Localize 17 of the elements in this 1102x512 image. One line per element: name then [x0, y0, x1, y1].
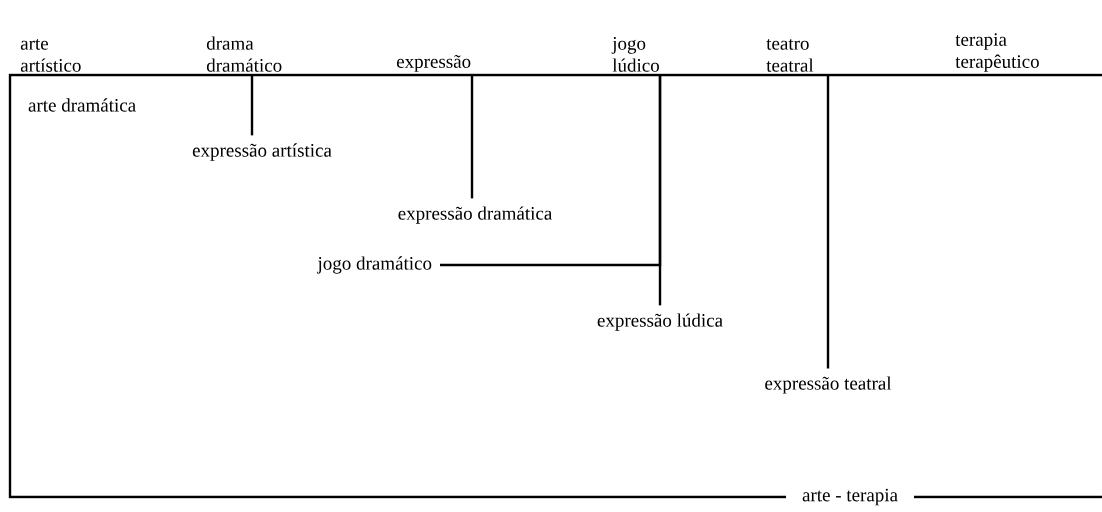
heading-text: terapia terapêutico — [955, 33, 1039, 72]
connector-line — [470, 75, 474, 199]
term-label: expressão teatral — [765, 376, 892, 394]
connector-line — [250, 75, 254, 136]
heading-text: arte artístico — [20, 38, 81, 72]
term-label: expressão dramática — [398, 206, 553, 224]
term-label: arte dramática — [28, 98, 136, 112]
connector-line — [440, 75, 662, 267]
term-label: expressão artística — [192, 143, 332, 161]
term-label: jogo dramático — [316, 256, 432, 274]
term-label: arte - terapia — [786, 486, 914, 508]
heading-text: expressão — [396, 54, 471, 72]
heading-text: drama dramático — [206, 36, 282, 72]
term-label: expressão lúdica — [597, 313, 723, 331]
heading-text: jogo lúdico — [611, 37, 659, 72]
connector-line — [826, 75, 830, 369]
heading-text: teatro teatral — [766, 38, 814, 72]
